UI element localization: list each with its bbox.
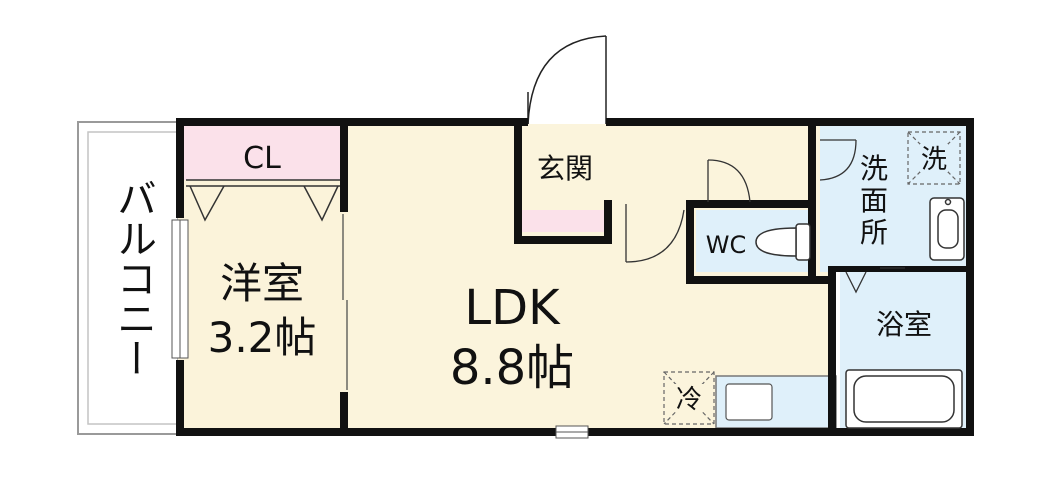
closet-label: CL [243,141,281,176]
washroom-label-2: 面 [860,184,888,217]
bathroom-label: 浴室 [876,308,932,341]
windows [171,219,589,439]
washer-label: 洗 [921,145,947,175]
ldk-door [625,204,685,263]
western-sliding-door [342,214,348,390]
washbasin-icon [929,197,965,261]
entrance-floor [520,124,608,214]
western-room-size: 3.2帖 [208,313,317,362]
ldk-name: LDK [464,280,561,336]
washroom-label-1: 洗 [860,152,888,185]
entrance-label: 玄関 [537,152,593,185]
bathtub-icon [845,369,963,429]
ldk-size: 8.8帖 [450,340,574,396]
bathroom-door [845,267,905,294]
fridge-label: 冷 [676,385,702,415]
entrance-door [527,35,607,125]
wc-door [707,159,751,203]
balcony [77,121,179,435]
western-room-name: 洋室 [220,259,304,308]
toilet-icon [755,223,811,261]
wc-label: WC [706,231,747,259]
closet-floor [178,124,346,180]
washroom-door [819,139,857,181]
entrance-step [520,210,608,232]
balcony-label: バルコニー [110,178,156,378]
washroom-label-3: 所 [860,216,888,249]
western-room-floor [178,180,346,432]
kitchen-sink-icon [725,383,773,421]
walls [176,118,974,436]
closet-doors [186,179,340,222]
